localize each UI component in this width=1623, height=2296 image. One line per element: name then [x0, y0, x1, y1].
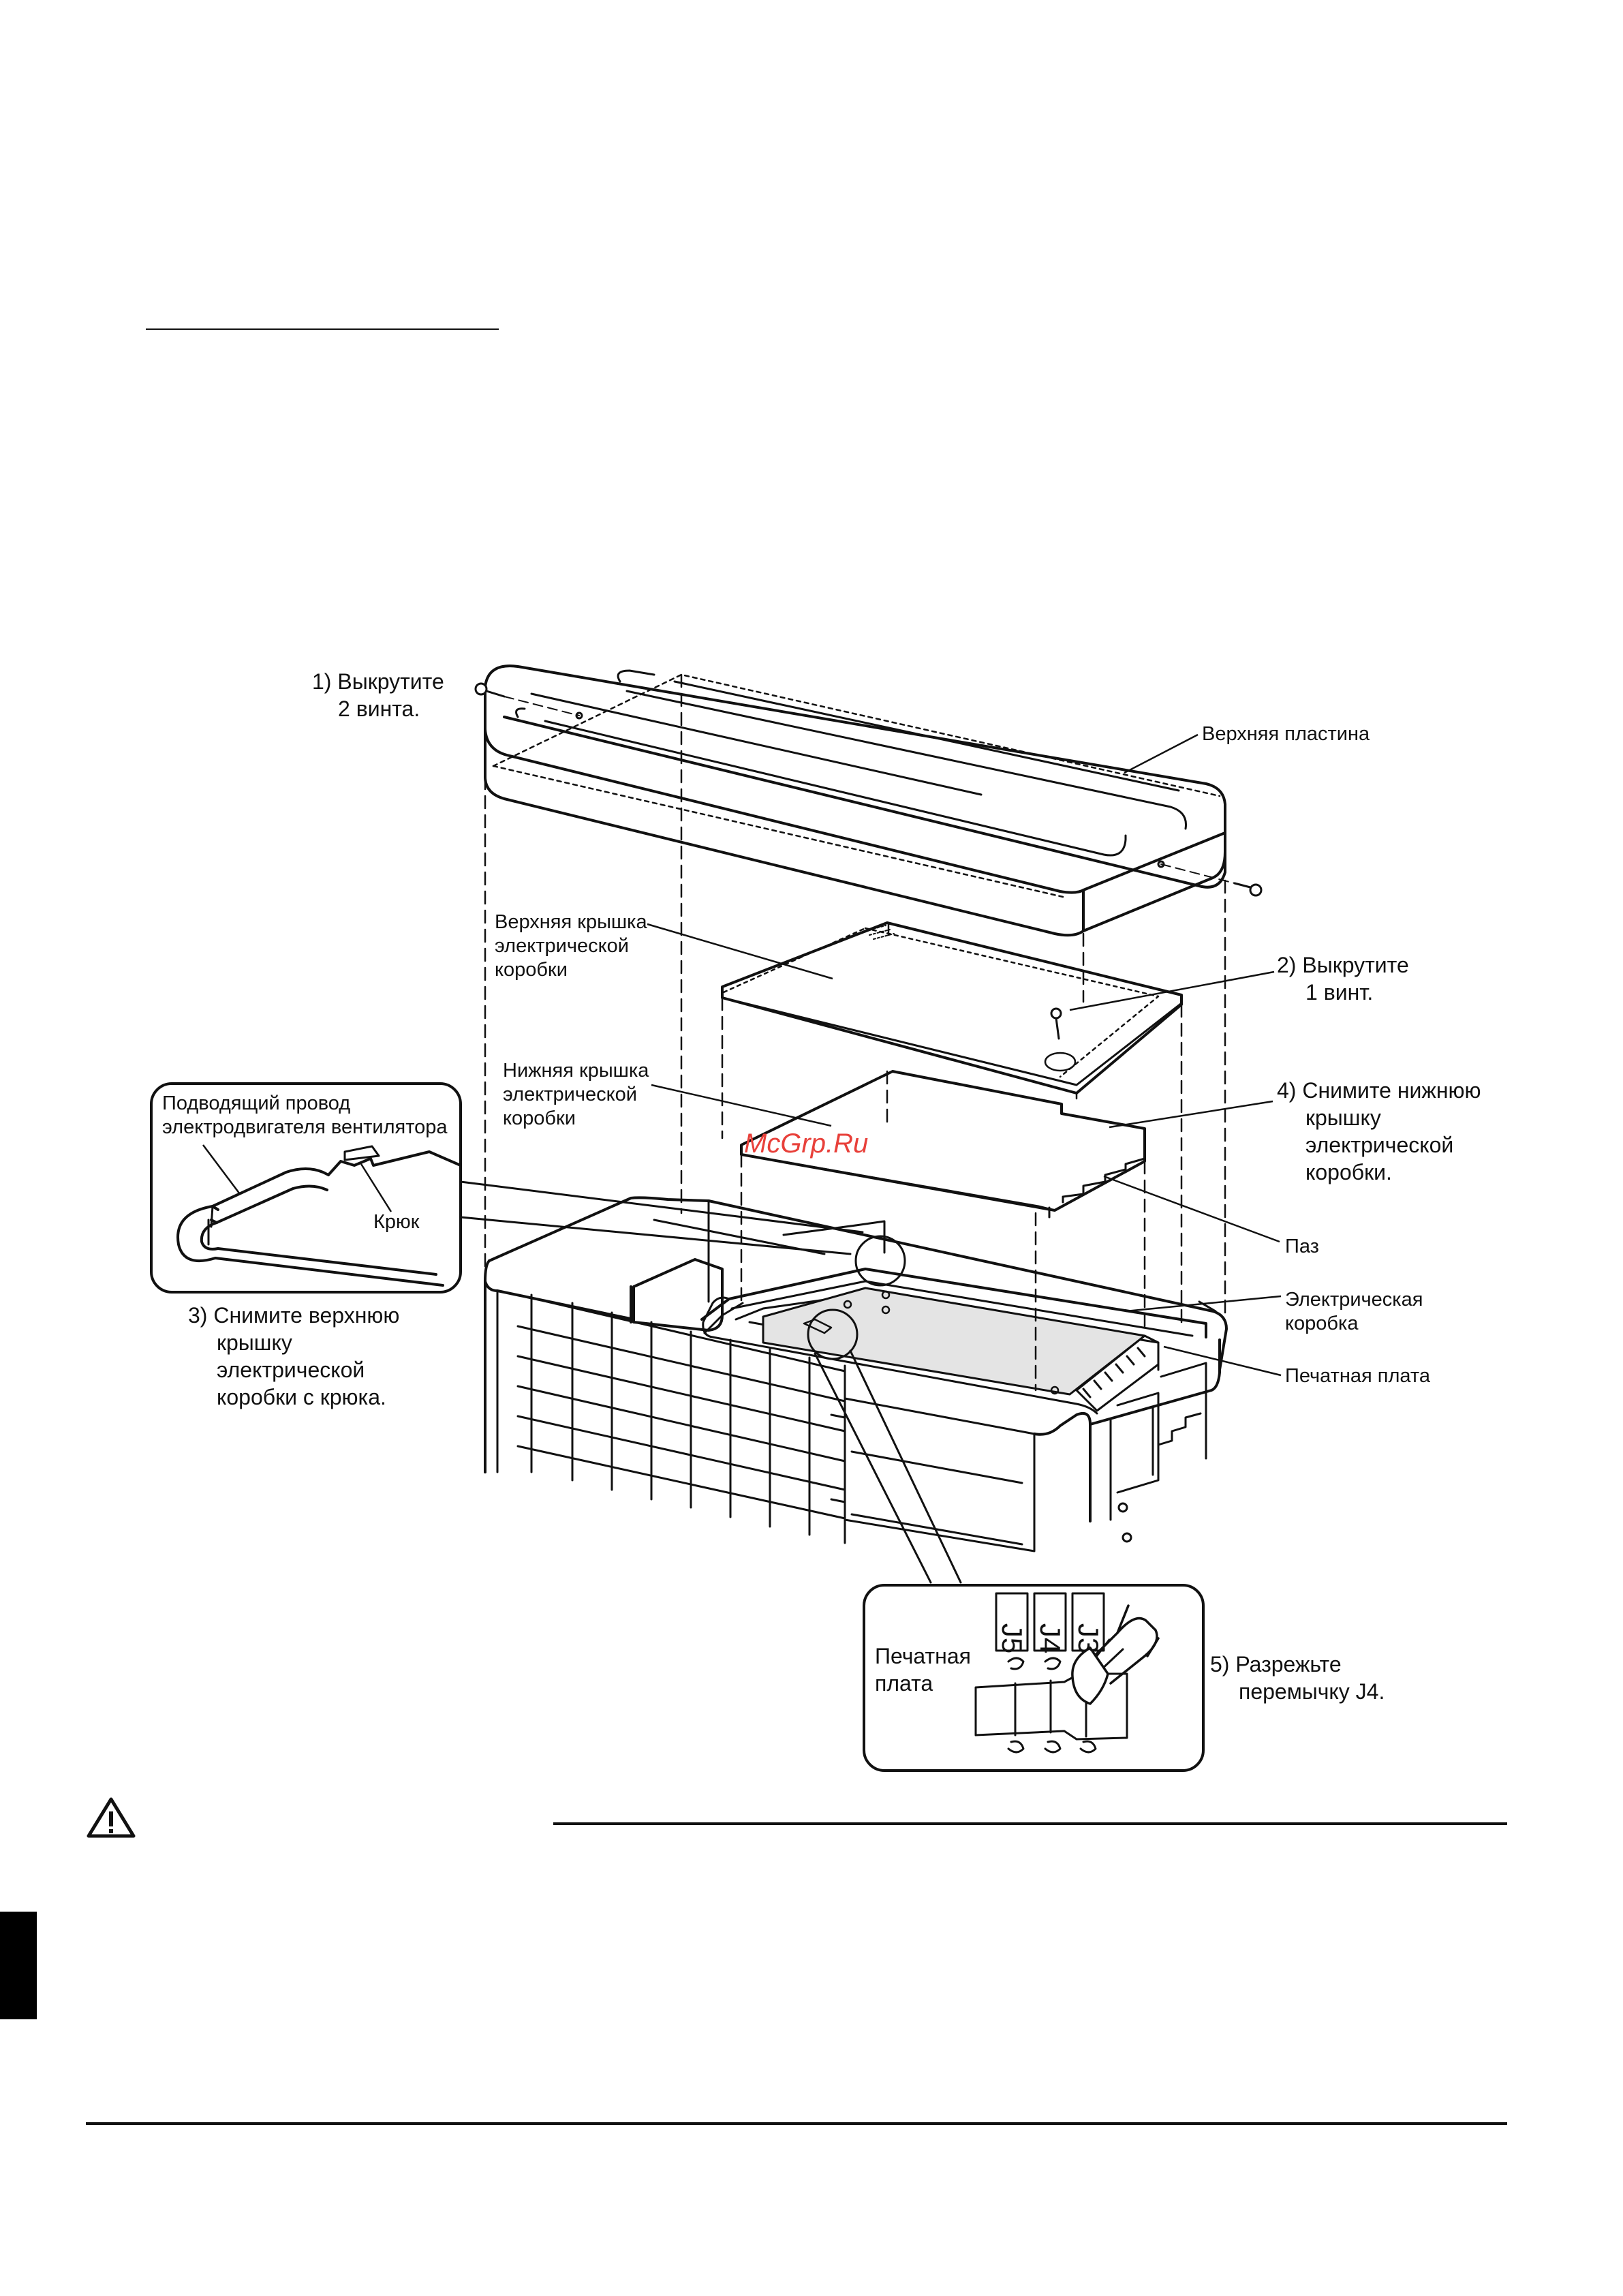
- step3-line3: электрической: [217, 1358, 365, 1382]
- caution-rule: [553, 1822, 1507, 1825]
- upper-cover-line2: электрической: [495, 935, 629, 957]
- step4-line1: 4) Снимите нижнюю: [1277, 1078, 1481, 1103]
- step5-label: 5) Разрежьте перемычку J4.: [1210, 1651, 1385, 1705]
- electrical-box-label: Электрическая коробка: [1285, 1288, 1423, 1336]
- header-rule: [146, 328, 499, 330]
- upper-electrical-box-cover: [721, 921, 1183, 1095]
- screw-icon: [1044, 1007, 1077, 1072]
- top-plate: [484, 664, 1226, 937]
- pcb-jumper-callout: [863, 1584, 1205, 1772]
- step1-line2: 2 винта.: [338, 697, 420, 721]
- lower-cover-line3: коробки: [503, 1107, 576, 1129]
- upper-cover-label: Верхняя крышка электрической коробки: [495, 910, 647, 982]
- electrical-box-line1: Электрическая: [1285, 1289, 1423, 1311]
- top-plate-label: Верхняя пластина: [1202, 723, 1370, 745]
- hook-label: Крюк: [373, 1211, 420, 1233]
- jumper-j5-label: J5: [996, 1623, 1028, 1654]
- pcb-detail-line2: плата: [875, 1671, 933, 1696]
- step4-line2: крышку: [1305, 1105, 1381, 1130]
- step1-line1: 1) Выкрутите: [312, 669, 444, 694]
- upper-cover-line1: Верхняя крышка: [495, 911, 647, 933]
- warning-triangle-icon: [87, 1797, 136, 1838]
- intake-grille: [496, 1289, 846, 1544]
- step2-line1: 2) Выкрутите: [1277, 953, 1409, 977]
- step3-line2: крышку: [217, 1330, 292, 1355]
- step4-label: 4) Снимите нижнюю крышку электрической к…: [1277, 1077, 1481, 1186]
- step5-line1: 5) Разрежьте: [1210, 1652, 1342, 1677]
- step3-line1: 3) Снимите верхнюю: [188, 1303, 400, 1328]
- fan-wire-label: Подводящий провод электродвигателя венти…: [162, 1092, 448, 1139]
- step3-line4: коробки с крюка.: [217, 1385, 386, 1409]
- step5-line2: перемычку J4.: [1239, 1679, 1385, 1704]
- section-tab: [0, 1912, 37, 2019]
- step2-line2: 1 винт.: [1305, 980, 1374, 1005]
- groove-label: Паз: [1285, 1236, 1319, 1257]
- fan-wire-callout: [150, 1082, 462, 1294]
- footer-rule: [86, 2122, 1507, 2125]
- upper-cover-line3: коробки: [495, 959, 568, 981]
- jumper-j3-label: J3: [1072, 1623, 1104, 1654]
- pcb-label: Печатная плата: [1285, 1365, 1430, 1387]
- pcb-detail-label: Печатная плата: [875, 1642, 971, 1697]
- lower-electrical-box-cover: [740, 1070, 1146, 1219]
- step3-label: 3) Снимите верхнюю крышку электрической …: [188, 1302, 399, 1411]
- screw-icon: [474, 682, 1263, 897]
- pcb-detail-line1: Печатная: [875, 1644, 971, 1668]
- watermark: McGrp.Ru: [744, 1129, 869, 1159]
- fan-wire-line2: электродвигателя вентилятора: [162, 1116, 448, 1138]
- lower-cover-line2: электрической: [503, 1084, 637, 1105]
- electrical-box-line2: коробка: [1285, 1313, 1359, 1334]
- step4-line4: коробки.: [1305, 1160, 1392, 1184]
- lower-cover-line1: Нижняя крышка: [503, 1060, 649, 1082]
- lower-cover-label: Нижняя крышка электрической коробки: [503, 1059, 649, 1131]
- step2-label: 2) Выкрутите 1 винт.: [1277, 951, 1409, 1006]
- fan-wire-line1: Подводящий провод: [162, 1092, 351, 1114]
- wire-cutter-icon: [1071, 1604, 1160, 1705]
- step1-label: 1) Выкрутите 2 винта.: [312, 668, 444, 722]
- jumper-j4-label: J4: [1034, 1623, 1066, 1654]
- step4-line3: электрической: [1305, 1133, 1454, 1157]
